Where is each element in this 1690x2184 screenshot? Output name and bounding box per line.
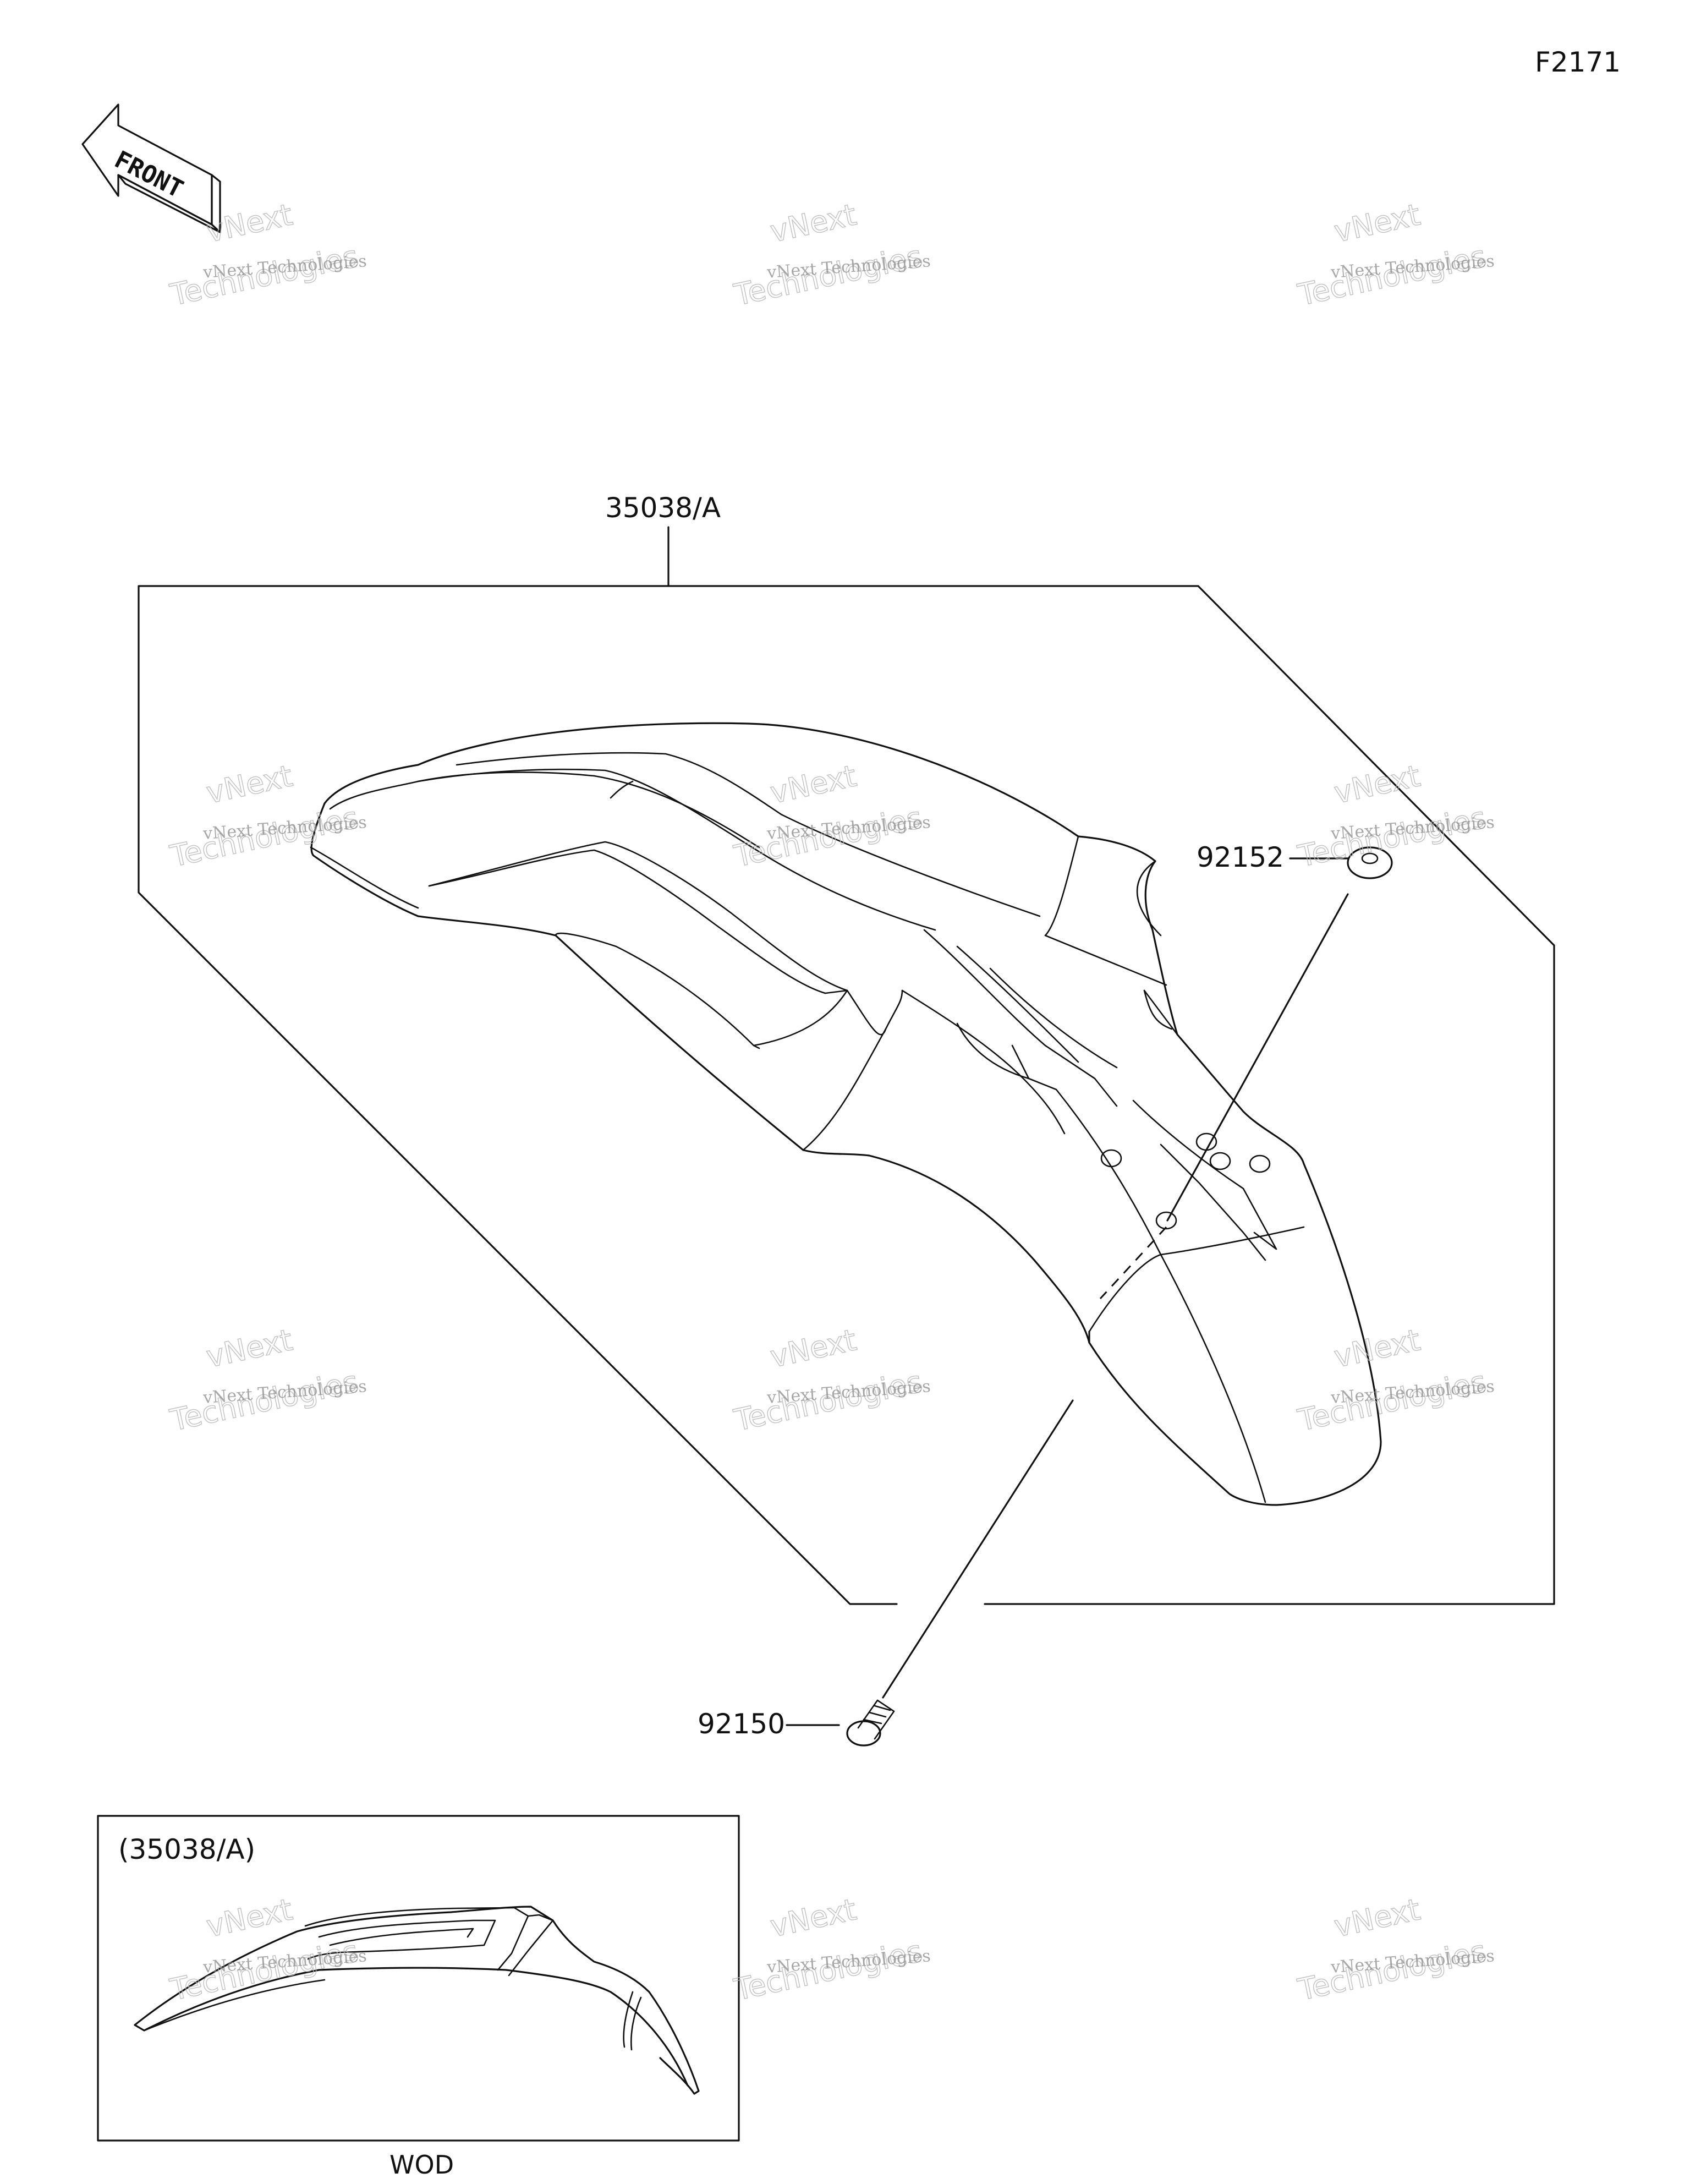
callout-bolt: 92150 [698,1708,785,1740]
watermark-brand: vNext [1331,197,1423,249]
watermark-brand: vNext [767,758,859,810]
front-fender-drawing [310,722,1382,1506]
callout-nut: 92152 [1197,841,1284,873]
watermark-brand: vNext [204,1322,295,1374]
watermark-brand: vNext [204,197,295,249]
watermark-brand: vNext [1331,758,1423,810]
figure-code: F2171 [1535,46,1621,78]
callout-fender: 35038/A [605,492,721,524]
watermark-brand: vNext [767,1892,859,1944]
watermark-brand: vNext [204,758,295,810]
watermark-brand: vNext [767,197,859,249]
watermark-brand: vNext [1331,1322,1423,1374]
nut-icon [1347,846,1393,879]
assembly-bracket [138,585,1555,1605]
watermark-brand: vNext [767,1322,859,1374]
front-arrow-icon: FRONT [81,103,221,233]
inset-box: (35038/A) [97,1815,740,2142]
inset-fender-drawing [134,1906,700,2095]
leader-bolt-to-fender [882,1399,1074,1699]
inset-caption: WOD [389,2150,454,2180]
watermark-brand: vNext [204,1892,295,1944]
leader-nut-to-hole [1166,893,1349,1222]
watermark-brand: vNext [1331,1892,1423,1944]
bolt-icon [846,1699,895,1747]
inset-title: (35038/A) [118,1833,255,1865]
